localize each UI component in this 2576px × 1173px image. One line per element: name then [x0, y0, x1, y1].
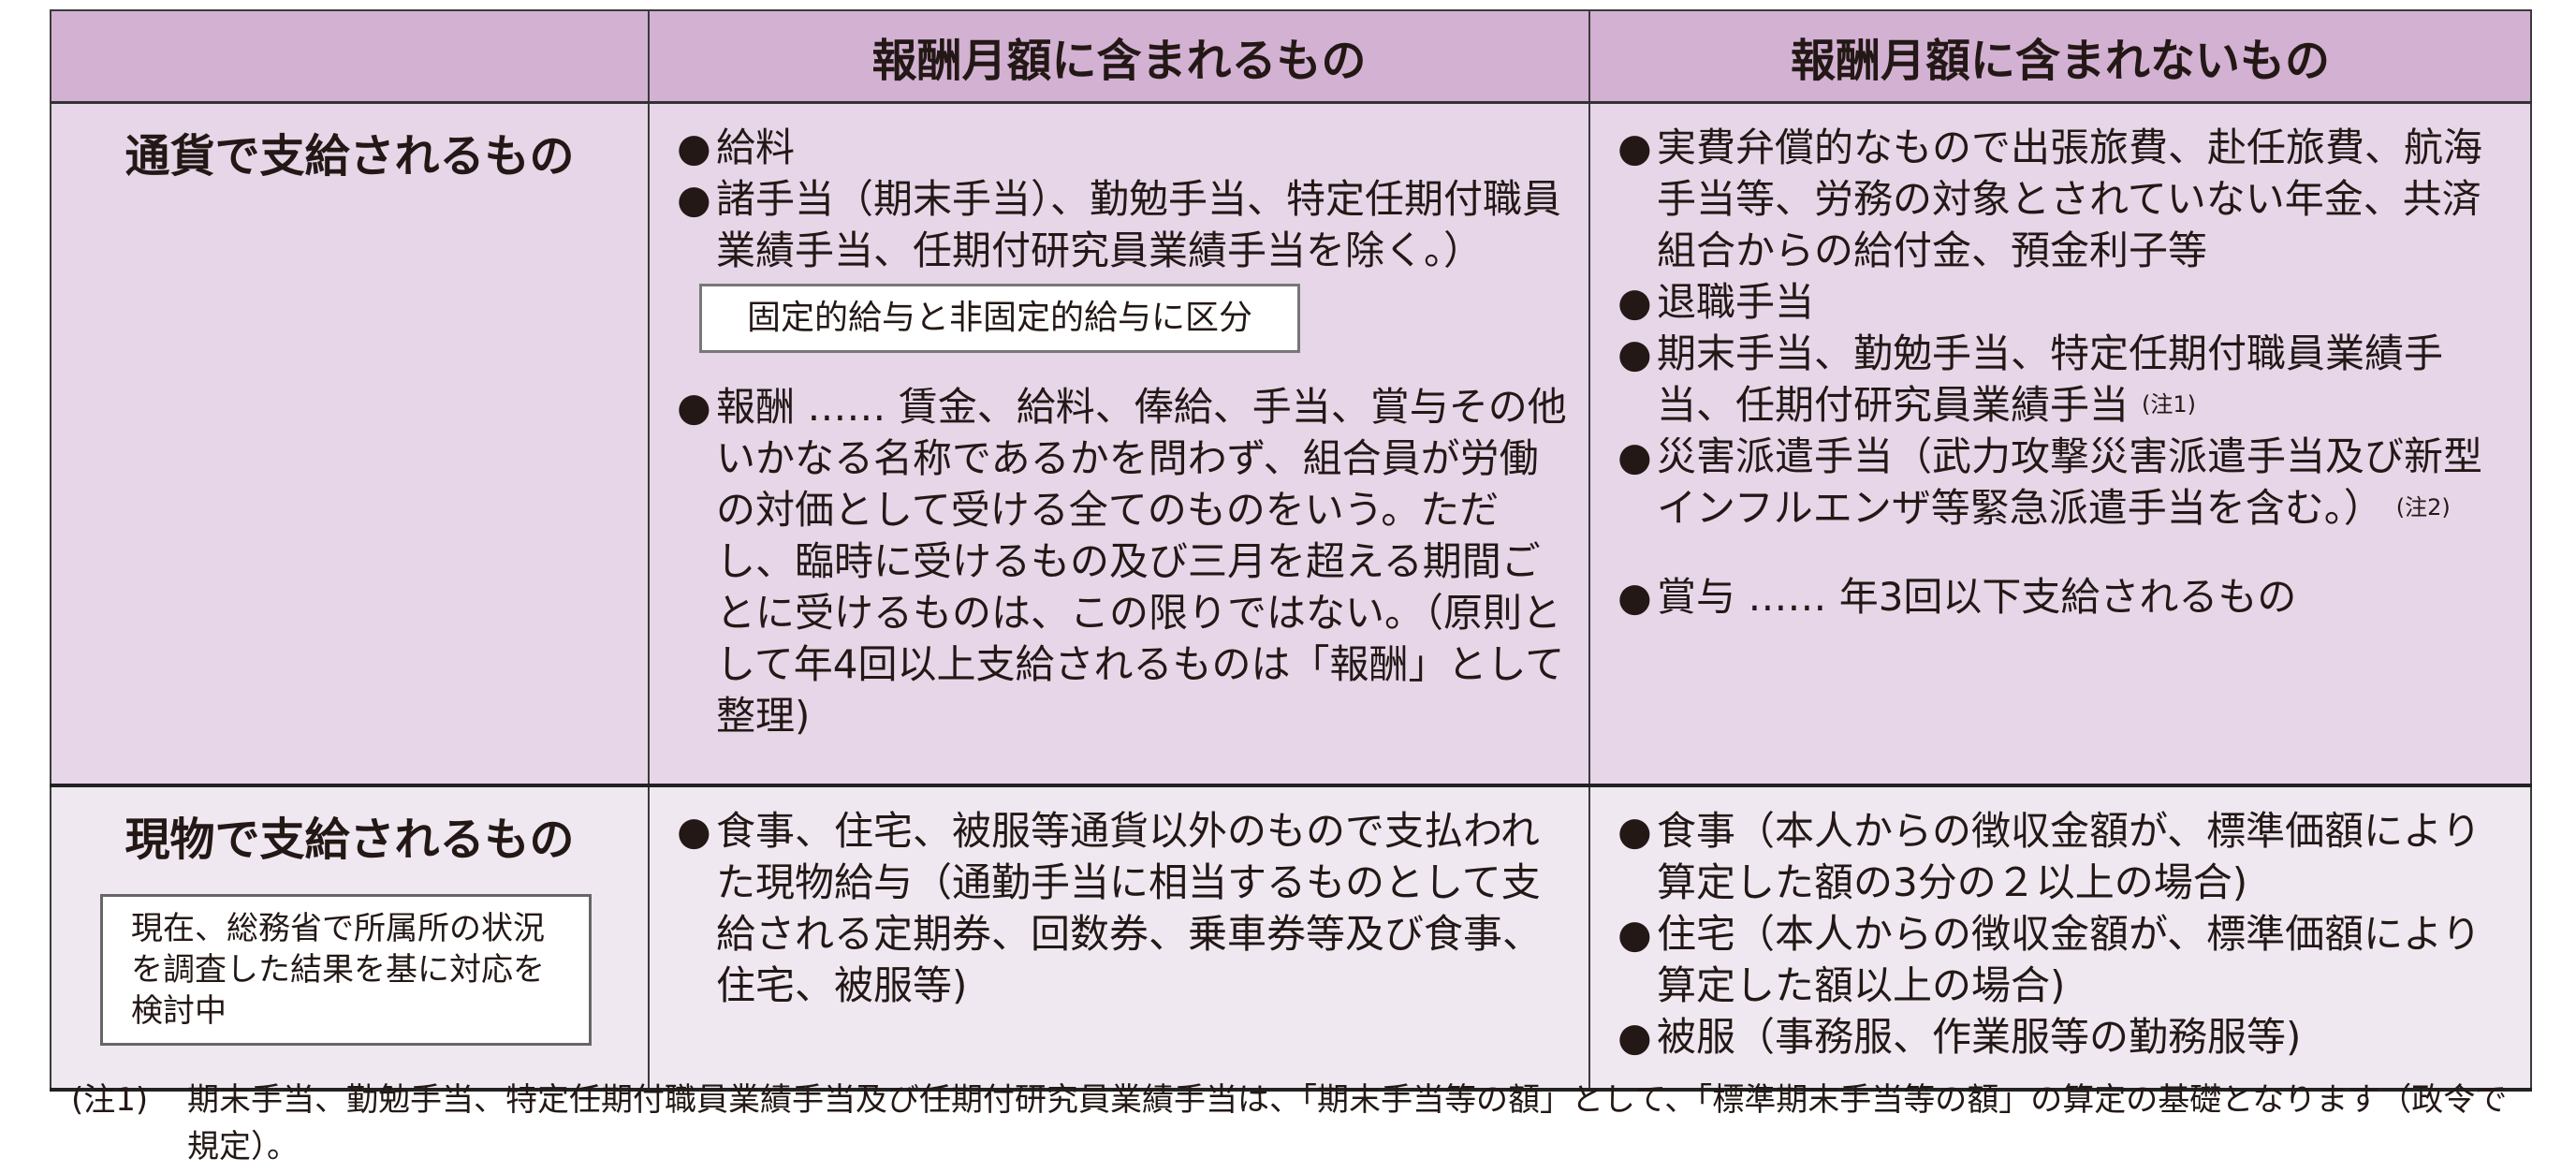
row-label: 通貨で支給されるもの	[50, 101, 650, 787]
header-row: 報酬月額に含まれるもの 報酬月額に含まれないもの	[50, 9, 2532, 104]
classification-box: 固定的給与と非固定的給与に区分	[699, 284, 1301, 353]
bullet-icon: ●	[1617, 125, 1652, 170]
excluded-cell: ●実費弁償的なもので出張旅費、赴任旅費、航海手当等、労務の対象とされていない年金…	[1588, 101, 2532, 787]
row-label-cell: 現物で支給されるもの 現在、総務省で所属所の状況を調査した結果を基に対応を検討中	[50, 784, 650, 1092]
row-in-kind: 現物で支給されるもの 現在、総務省で所属所の状況を調査した結果を基に対応を検討中…	[50, 784, 2532, 1092]
list-item: ●住宅（本人からの徴収金額が、標準価額により算定した額以上の場合)	[1617, 908, 2510, 1011]
included-cell: ●給料 ●諸手当（期末手当）、勤勉手当、特定任期付職員業績手当、任期付研究員業績…	[648, 101, 1590, 787]
list-item: ●退職手当	[1617, 276, 2510, 328]
bullet-icon: ●	[1617, 574, 1652, 620]
list-item: ●諸手当（期末手当）、勤勉手当、特定任期付職員業績手当、任期付研究員業績手当を除…	[677, 173, 1569, 276]
header-empty	[50, 9, 650, 104]
bullet-icon: ●	[677, 808, 711, 854]
list-item: ●賞与 …… 年3回以下支給されるもの	[1617, 571, 2510, 623]
bullet-icon: ●	[677, 176, 711, 222]
bullet-icon: ●	[1617, 433, 1652, 479]
bullet-icon: ●	[1617, 279, 1652, 325]
header-excluded: 報酬月額に含まれないもの	[1588, 9, 2532, 104]
excluded-cell: ●食事（本人からの徴収金額が、標準価額により算定した額の3分の２以上の場合) ●…	[1588, 784, 2532, 1092]
list-item: ●期末手当、勤勉手当、特定任期付職員業績手当、任期付研究員業績手当(注1)	[1617, 328, 2510, 431]
bullet-icon: ●	[1617, 330, 1652, 376]
list-item: ●報酬 …… 賃金、給料、俸給、手当、賞与その他いかなる名称であるかを問わず、組…	[677, 381, 1569, 741]
note-ref: (注2)	[2395, 494, 2451, 521]
row-label: 現物で支給されるもの	[124, 814, 575, 866]
list-item: ●被服（事務服、作業服等の勤務服等)	[1617, 1011, 2510, 1063]
footnote-text: 期末手当、勤勉手当、特定任期付職員業績手当及び任期付研究員業績手当は、「期末手当…	[187, 1081, 2508, 1166]
bullet-icon: ●	[1617, 808, 1652, 854]
footnote: (注1) 期末手当、勤勉手当、特定任期付職員業績手当及び任期付研究員業績手当は、「…	[71, 1077, 2524, 1170]
bullet-icon: ●	[1617, 911, 1652, 957]
bullet-icon: ●	[677, 125, 711, 170]
included-cell: ●食事、住宅、被服等通貨以外のもので支払われた現物給与（通勤手当に相当するものと…	[648, 784, 1590, 1092]
list-item: ●食事、住宅、被服等通貨以外のもので支払われた現物給与（通勤手当に相当するものと…	[677, 805, 1569, 1011]
footnote-label: (注1)	[71, 1081, 149, 1119]
bullet-icon: ●	[1617, 1014, 1652, 1060]
list-item: ●災害派遣手当（武力攻撃災害派遣手当及び新型インフルエンザ等緊急派遣手当を含む。…	[1617, 431, 2510, 534]
bullet-icon: ●	[677, 384, 711, 430]
row-currency: 通貨で支給されるもの ●給料 ●諸手当（期末手当）、勤勉手当、特定任期付職員業績…	[50, 101, 2532, 787]
list-item: ●給料	[677, 122, 1569, 173]
header-included: 報酬月額に含まれるもの	[648, 9, 1590, 104]
footnotes: (注1) 期末手当、勤勉手当、特定任期付職員業績手当及び任期付研究員業績手当は、「…	[71, 1077, 2524, 1170]
list-item: ●実費弁償的なもので出張旅費、赴任旅費、航海手当等、労務の対象とされていない年金…	[1617, 122, 2510, 276]
list-item: ●食事（本人からの徴収金額が、標準価額により算定した額の3分の２以上の場合)	[1617, 805, 2510, 908]
remuneration-table: 報酬月額に含まれるもの 報酬月額に含まれないもの 通貨で支給されるもの ●給料 …	[50, 9, 2532, 1092]
spacer	[1617, 534, 2510, 571]
status-box: 現在、総務省で所属所の状況を調査した結果を基に対応を検討中	[100, 894, 592, 1046]
note-ref: (注1)	[2142, 391, 2197, 418]
